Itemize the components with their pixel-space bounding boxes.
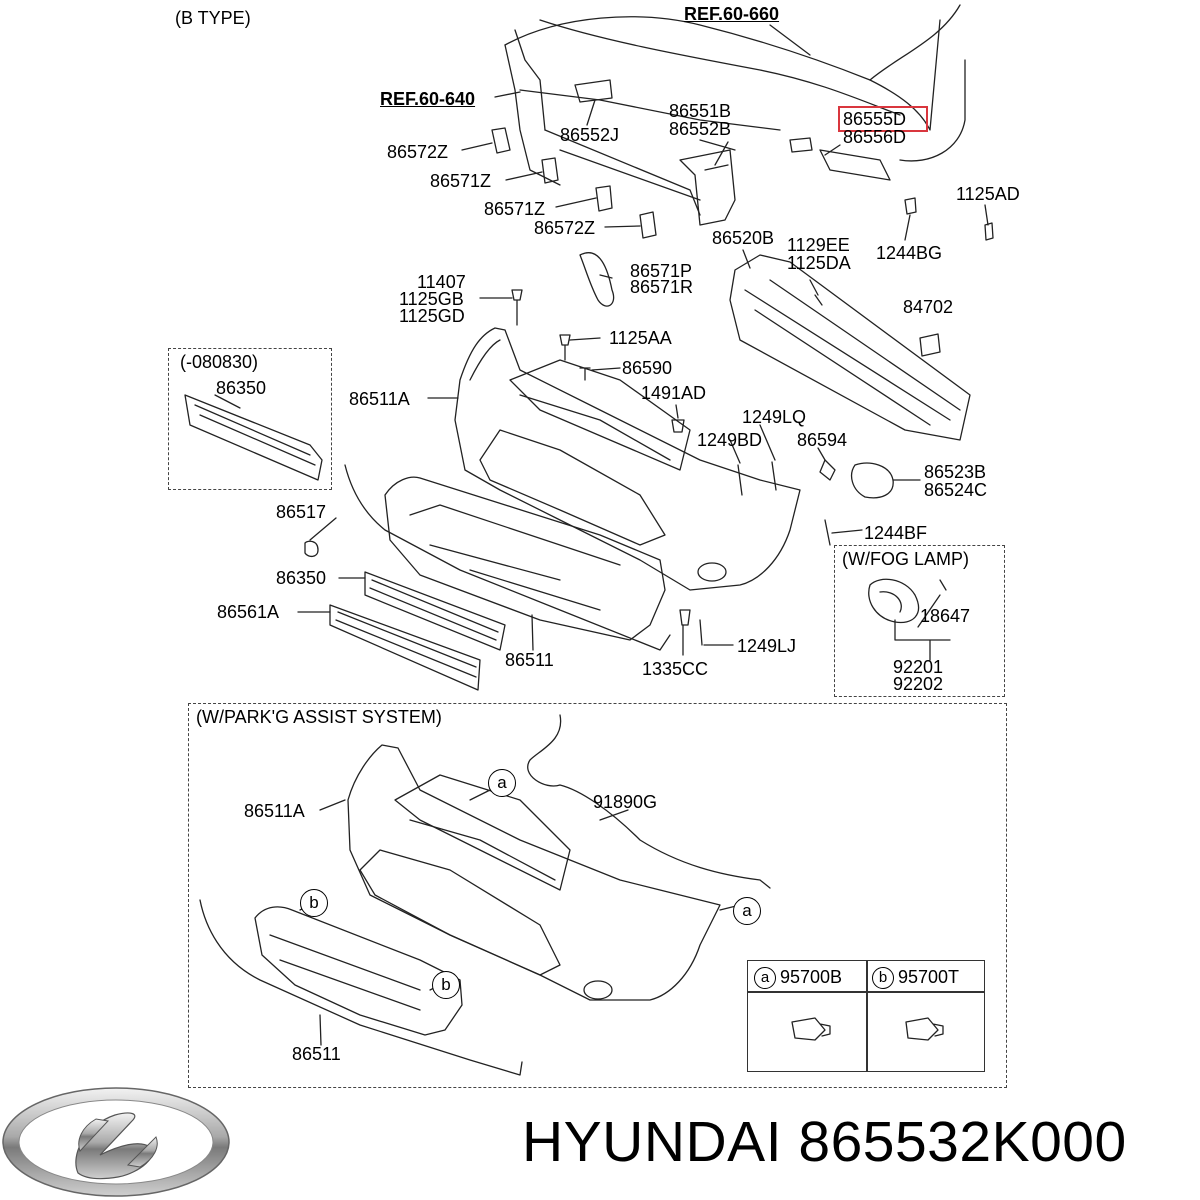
part-label: 92202: [893, 674, 944, 694]
fender-outline: [504, 4, 966, 216]
hyundai-logo-icon: [2, 1087, 230, 1197]
part-label: 92201: [893, 657, 944, 677]
part-label: 1125DA: [787, 253, 851, 273]
grille-86350-mid: [364, 571, 506, 651]
footer-brand: HYUNDAI: [522, 1110, 783, 1174]
part-label: 86350: [276, 568, 327, 588]
ref-60-640: REF.60-640: [380, 89, 476, 109]
part-label: 1244BF: [864, 523, 928, 543]
part-label: 86517: [276, 502, 327, 522]
bumper-cover-bottom: [347, 744, 721, 1001]
legend-divider: [748, 991, 984, 993]
title-date-code: (-080830): [180, 352, 259, 372]
part-label: 1335CC: [642, 659, 709, 679]
part-label: 86572Z: [534, 218, 596, 238]
inset-box-park-assist: [188, 703, 1007, 1088]
part-label: 86511: [292, 1044, 341, 1064]
part-label: 1125AA: [609, 328, 672, 348]
fasteners: [304, 289, 947, 646]
bracket-clips: [491, 79, 657, 239]
part-label-highlighted: 86555D: [843, 109, 907, 129]
part-label: 86552B: [669, 119, 732, 139]
part-label: 86590: [622, 358, 673, 378]
part-label: 86350: [216, 378, 267, 398]
legend-divider: [866, 961, 868, 1071]
callout-b: b: [300, 889, 328, 917]
part-label: 1129EE: [787, 235, 850, 255]
part-label: 86524C: [924, 480, 988, 500]
part-label: 86571Z: [484, 199, 546, 219]
grille-86561A: [329, 604, 481, 691]
part-label: 86556D: [843, 127, 907, 147]
side-bracket: [789, 137, 994, 241]
legend-part-b: 95700T: [898, 967, 960, 987]
part-label: 1125GB: [399, 289, 464, 309]
callout-leader-a1: [469, 789, 491, 801]
highlight-box: [838, 106, 928, 132]
callout-b: b: [432, 971, 460, 999]
footer-caption: HYUNDAI 865532K000: [522, 1112, 1127, 1172]
inset-box-fog-lamp: [834, 545, 1005, 697]
part-label: 86571R: [630, 277, 694, 297]
bumper-cover-top: [454, 327, 801, 591]
part-label: 86571P: [630, 261, 693, 281]
part-label: 1125AD: [956, 184, 1020, 204]
part-label: 86520B: [712, 228, 775, 248]
legend-part-a: 95700B: [780, 967, 843, 987]
part-label: 18647: [920, 606, 971, 626]
lower-bumper-bottom: [199, 899, 523, 1076]
part-label: 11407: [417, 272, 466, 292]
lower-bumper-mid: [344, 464, 671, 651]
part-label: 1249BD: [697, 430, 763, 450]
part-label: 1125GD: [399, 306, 465, 326]
leader-lines: [214, 24, 989, 1046]
legend-letter-b: b: [872, 967, 894, 990]
part-label: 91890G: [593, 792, 658, 812]
footer-part-number: 865532K000: [798, 1110, 1127, 1174]
part-label: 86511A: [244, 801, 305, 821]
title-b-type: (B TYPE): [175, 8, 251, 28]
title-fog-lamp: (W/FOG LAMP): [842, 549, 969, 569]
part-label: 86594: [797, 430, 848, 450]
part-label: 1249LJ: [737, 636, 797, 656]
ref-60-660: REF.60-660: [684, 4, 780, 24]
part-label: 86552J: [560, 125, 620, 145]
part-label: 86511A: [349, 389, 410, 409]
part-label: 86511: [505, 650, 554, 670]
part-label: 86523B: [924, 462, 987, 482]
callout-a: a: [488, 769, 516, 797]
wiring-harness: [527, 714, 771, 889]
grille-86350-inset: [184, 394, 323, 481]
part-label: 86572Z: [387, 142, 449, 162]
side-trim: [579, 252, 615, 307]
part-label: 1249LQ: [742, 407, 807, 427]
callout-a: a: [733, 897, 761, 925]
part-label: 84702: [903, 297, 954, 317]
sensor-icons: [791, 1017, 944, 1041]
part-label: 1491AD: [641, 383, 707, 403]
part-label: 1244BG: [876, 243, 943, 263]
energy-absorber: [729, 254, 971, 441]
part-label: 86561A: [217, 602, 280, 622]
inset-box-date: [168, 348, 332, 490]
title-park-assist: (W/PARK'G ASSIST SYSTEM): [196, 707, 442, 727]
center-bracket: [679, 139, 736, 226]
part-label: 86551B: [669, 101, 732, 121]
fog-lamp-assembly: [851, 462, 920, 624]
legend-letter-a: a: [754, 967, 776, 990]
part-label: 86571Z: [430, 171, 492, 191]
